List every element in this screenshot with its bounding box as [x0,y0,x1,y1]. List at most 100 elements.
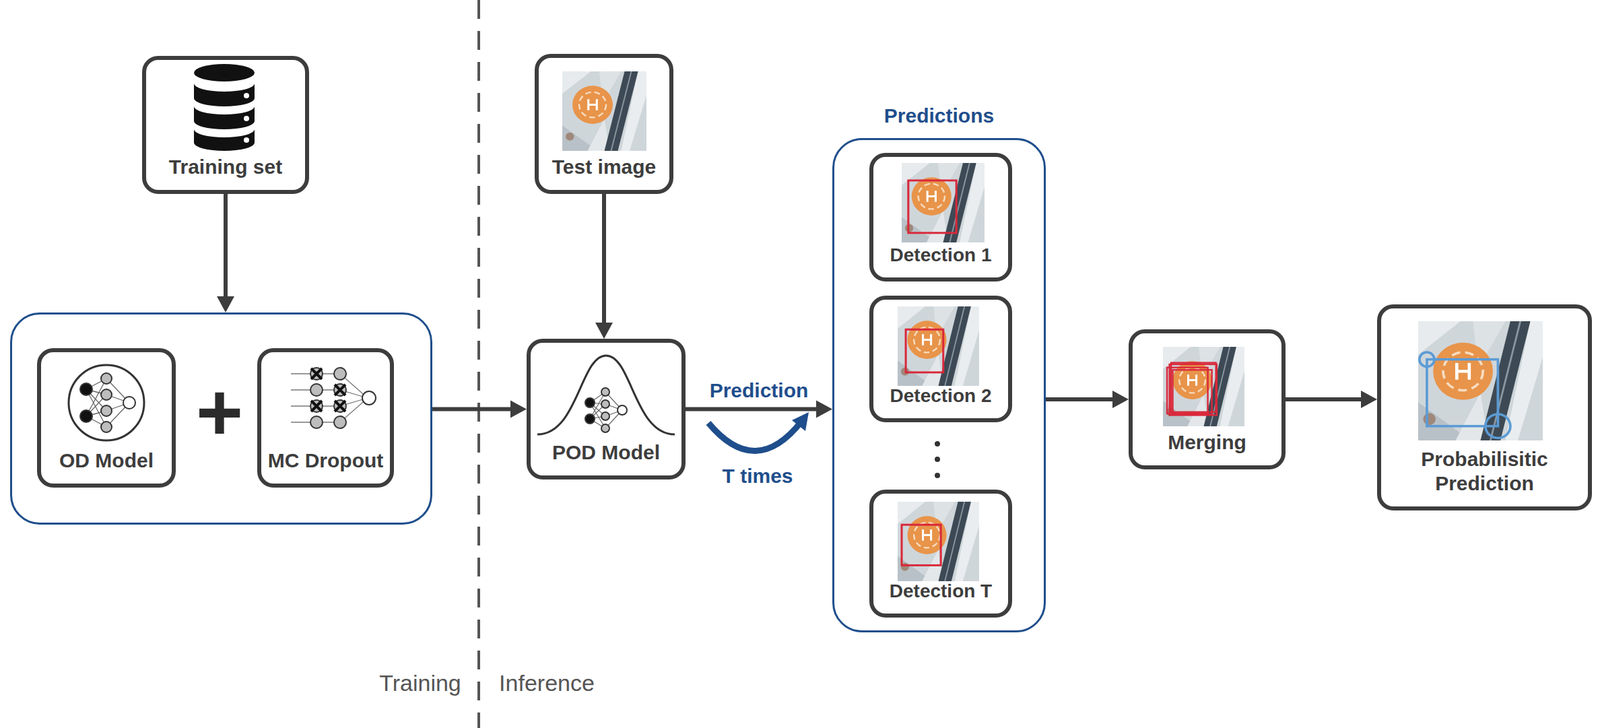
process-box: Training set [142,55,310,194]
illustration-part [1426,359,1498,427]
detection-thumbnail [897,306,980,386]
flow-arrow [1045,390,1129,409]
process-box: MC Dropout [257,348,394,488]
illustration-part [311,400,322,412]
illustration-part [101,421,112,433]
arrow-head [1360,390,1378,409]
illustration-part [334,416,347,429]
arrow-line [432,407,514,412]
illustration-part [708,421,802,452]
illustration-part [193,106,255,130]
illustration-part [901,162,985,243]
illustration-part [934,441,941,447]
group-heading: Predictions [834,103,1044,128]
process-box: Probabilisitic Prediction [1377,304,1592,511]
illustration-part [905,329,944,373]
illustration-part [585,414,595,424]
illustration-part [537,355,675,435]
illustration-part [562,71,647,151]
network-icon [68,364,145,441]
dropout-icon [290,367,376,429]
box-label: Detection 2 [890,384,992,408]
illustration-part [1419,352,1511,438]
illustration-part [310,367,323,380]
illustration-part [193,83,255,107]
box-label: POD Model [552,440,660,465]
arrow-line [1285,397,1364,402]
flow-arrow [685,400,833,419]
probabilistic-thumbnail [1418,321,1543,441]
detection-thumbnail [901,162,985,243]
arrow-line [1045,397,1116,402]
arrow-head [216,296,235,313]
illustration-part [334,384,346,396]
illustration-part [193,63,255,82]
illustration-part [101,389,112,400]
illustration-part [334,367,347,380]
arrow-head [816,400,833,419]
box-label: Probabilisitic Prediction [1386,447,1583,496]
repeat-label: T times [721,464,793,487]
flow-arrow [1285,390,1378,409]
arrow-head [595,322,613,339]
illustration-part [101,405,112,417]
arrow-line [685,407,819,412]
illustration-part [68,364,145,441]
arrow-line [223,193,228,299]
test-image-thumbnail [562,71,647,151]
flow-arrow [432,400,527,419]
illustration-part [310,383,323,396]
illustration-part [310,416,323,429]
process-box: OD Model [37,348,176,488]
illustration-part [310,400,323,413]
process-box: Detection 1 [869,152,1013,282]
process-box: Detection T [869,489,1013,618]
box-label: Detection T [889,579,992,603]
illustration-part [1485,414,1511,438]
plus-sign: + [195,367,244,457]
illustration-part [362,391,376,405]
illustration-part [601,400,610,409]
box-label: Detection 1 [890,243,992,267]
illustration-part [80,410,93,423]
box-label: Training set [169,154,283,180]
illustration-part [290,373,368,423]
detection-thumbnail [897,501,980,582]
illustration-part [897,306,980,386]
group-frame: PredictionsDetection 1Detection 2Detecti… [832,138,1046,633]
arrow-head [510,400,527,419]
process-box: Merging [1128,329,1286,470]
arrow-head [1112,390,1129,409]
phase-divider [477,0,481,728]
process-box: Detection 2 [869,295,1013,423]
box-label: MC Dropout [268,448,384,473]
illustration-part [1418,321,1543,441]
phase-label: Training [379,670,462,696]
flow-arrow [216,193,235,313]
illustration-part [334,400,347,413]
illustration-part [1419,352,1435,367]
database-icon [193,63,255,151]
illustration-part [585,397,595,408]
illustration-part [617,405,627,415]
illustration-part [334,400,346,412]
illustration-part [311,368,346,412]
box-label: Test image [552,154,657,180]
process-box: POD Model [526,338,686,480]
illustration-part [1173,369,1213,415]
illustration-part [1171,362,1217,413]
illustration-part [934,456,941,462]
illustration-part [1162,346,1245,427]
illustration-part [897,501,980,582]
illustration-part [908,180,957,233]
flow-arrow [595,193,613,339]
illustration-part [791,412,809,431]
ellipsis-dots [934,441,941,479]
illustration-part [243,92,250,99]
process-box: Test image [534,53,674,194]
illustration-part [123,396,136,409]
edge-label: Prediction [709,379,809,402]
illustration-part [601,424,610,433]
